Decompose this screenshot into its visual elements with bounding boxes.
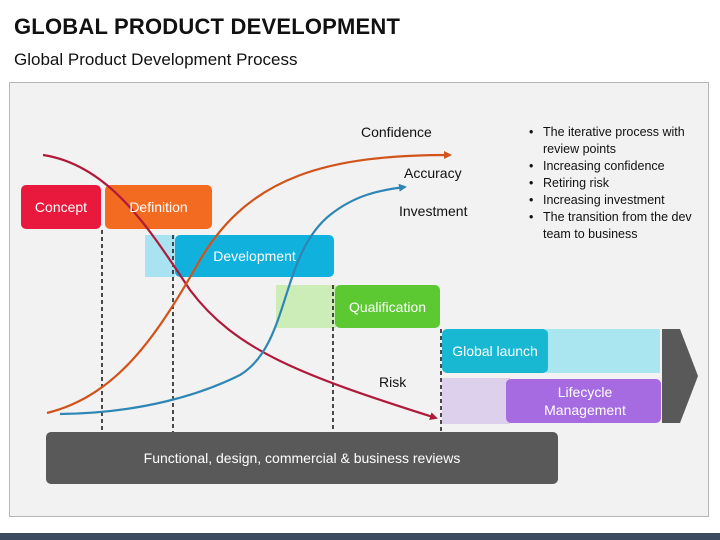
lifecycle-box bbox=[506, 379, 661, 423]
qualification-label: Qualification bbox=[348, 298, 427, 315]
development-box bbox=[175, 235, 334, 277]
confidence-label: Confidence bbox=[361, 124, 432, 140]
definition-label: Definition bbox=[129, 199, 188, 215]
reviews-bar bbox=[46, 432, 558, 484]
bullet-item: Increasing investment bbox=[526, 192, 706, 209]
development-label: Development bbox=[213, 248, 296, 264]
page-subtitle: Global Product Development Process bbox=[14, 50, 298, 69]
reviews-label: Functional, design, commercial & busines… bbox=[143, 450, 461, 466]
global-launch-box bbox=[442, 329, 548, 373]
lifecycle-shadow-box bbox=[442, 378, 510, 424]
bullet-item: The iterative process with review points bbox=[526, 124, 706, 158]
investment-label: Investment bbox=[399, 203, 468, 219]
investment-curve bbox=[59, 183, 407, 416]
global-launch-shadow-box bbox=[546, 329, 660, 373]
page-title: GLOBAL PRODUCT DEVELOPMENT bbox=[14, 14, 401, 39]
transition-arrow bbox=[662, 329, 698, 423]
global-launch-label: Global launch bbox=[452, 343, 538, 359]
lifecycle-label: Lifecycle Management bbox=[544, 384, 626, 418]
definition-box bbox=[105, 185, 212, 229]
accuracy-label: Accuracy bbox=[404, 165, 462, 181]
development-shadow-box bbox=[145, 235, 175, 277]
concept-label: Concept bbox=[34, 199, 88, 215]
qualification-shadow-box bbox=[276, 285, 336, 328]
risk-curve bbox=[42, 153, 438, 421]
concept-box bbox=[21, 185, 101, 229]
bullet-item: Increasing confidence bbox=[526, 158, 706, 175]
footer-bar bbox=[0, 533, 720, 540]
confidence-curve bbox=[46, 151, 452, 415]
key-points-list: The iterative process with review points… bbox=[526, 124, 706, 243]
qualification-box bbox=[335, 285, 440, 328]
bullet-item: The transition from the dev team to busi… bbox=[526, 209, 706, 243]
bullet-item: Retiring risk bbox=[526, 175, 706, 192]
risk-label: Risk bbox=[379, 374, 407, 390]
